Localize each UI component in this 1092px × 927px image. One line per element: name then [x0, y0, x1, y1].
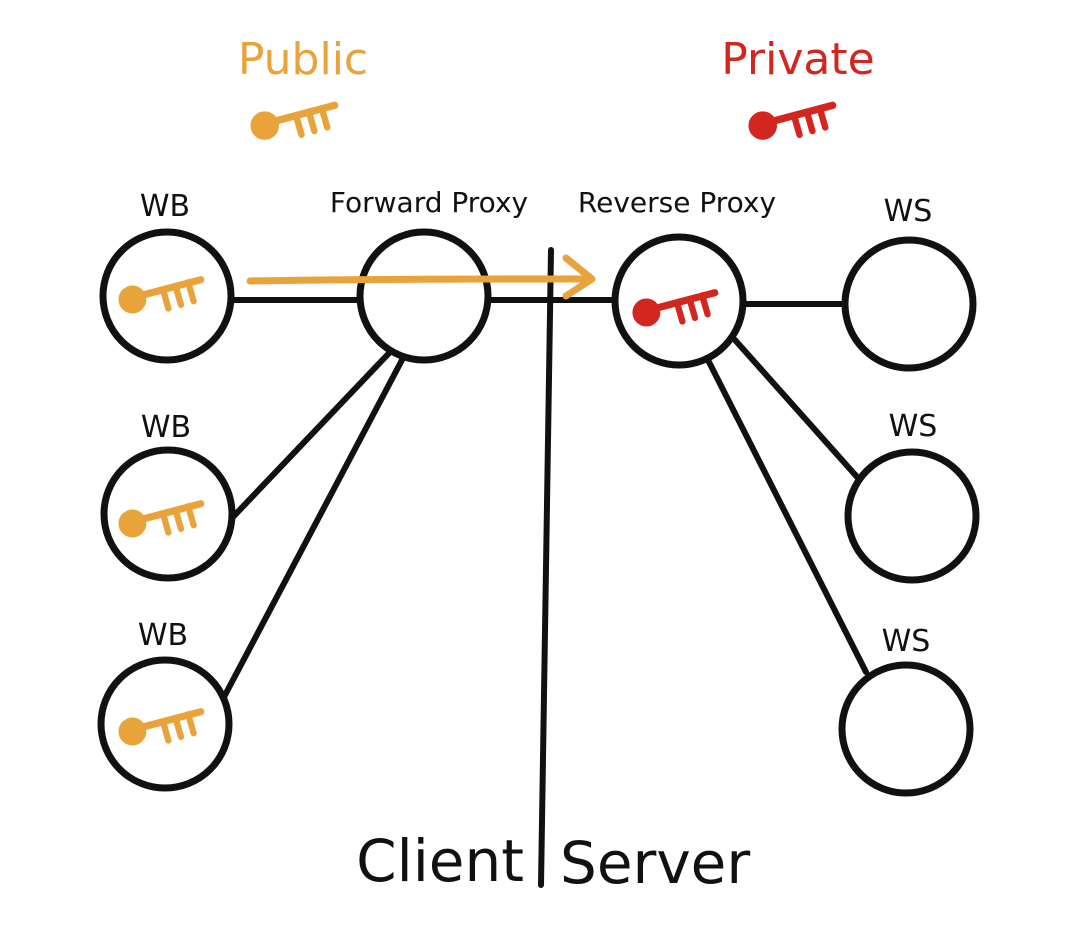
server-node-label: WS — [884, 194, 933, 229]
public-key-flow-arrow — [246, 254, 596, 300]
connections — [221, 297, 869, 700]
link-reverse-proxy-ws3 — [705, 357, 869, 675]
legend-private-label: Private — [721, 34, 874, 85]
server-side-label: Server — [560, 829, 750, 897]
server-node-3: WS — [838, 624, 974, 797]
client-server-divider — [538, 247, 554, 888]
server-node-2: WS — [844, 409, 980, 584]
client-node-2: WB — [100, 410, 236, 582]
forward-proxy-label: Forward Proxy — [330, 186, 528, 219]
forward-proxy-node: Forward Proxy — [330, 186, 528, 364]
server-node-circle — [841, 236, 977, 372]
client-node-1: WB — [99, 189, 235, 364]
client-node-label: WB — [141, 410, 191, 445]
client-node-label: WB — [138, 618, 188, 653]
reverse-proxy-node: Reverse Proxy — [578, 186, 776, 369]
server-node-label: WS — [882, 624, 931, 659]
public-key-icon — [251, 105, 335, 139]
server-node-circle — [838, 661, 974, 797]
forward-proxy-circle — [356, 228, 492, 364]
link-reverse-proxy-ws2 — [732, 337, 861, 481]
client-node-3: WB — [97, 618, 233, 792]
client-side-label: Client — [356, 827, 524, 895]
server-node-circle — [844, 448, 980, 584]
link-wb2-forward-proxy — [229, 347, 395, 521]
legend-public-label: Public — [238, 34, 368, 85]
reverse-proxy-label: Reverse Proxy — [578, 186, 776, 219]
private-key-icon — [749, 105, 833, 139]
server-node-label: WS — [889, 409, 938, 444]
client-node-label: WB — [140, 189, 190, 224]
link-wb3-forward-proxy — [221, 357, 405, 700]
server-node-1: WS — [841, 194, 977, 372]
